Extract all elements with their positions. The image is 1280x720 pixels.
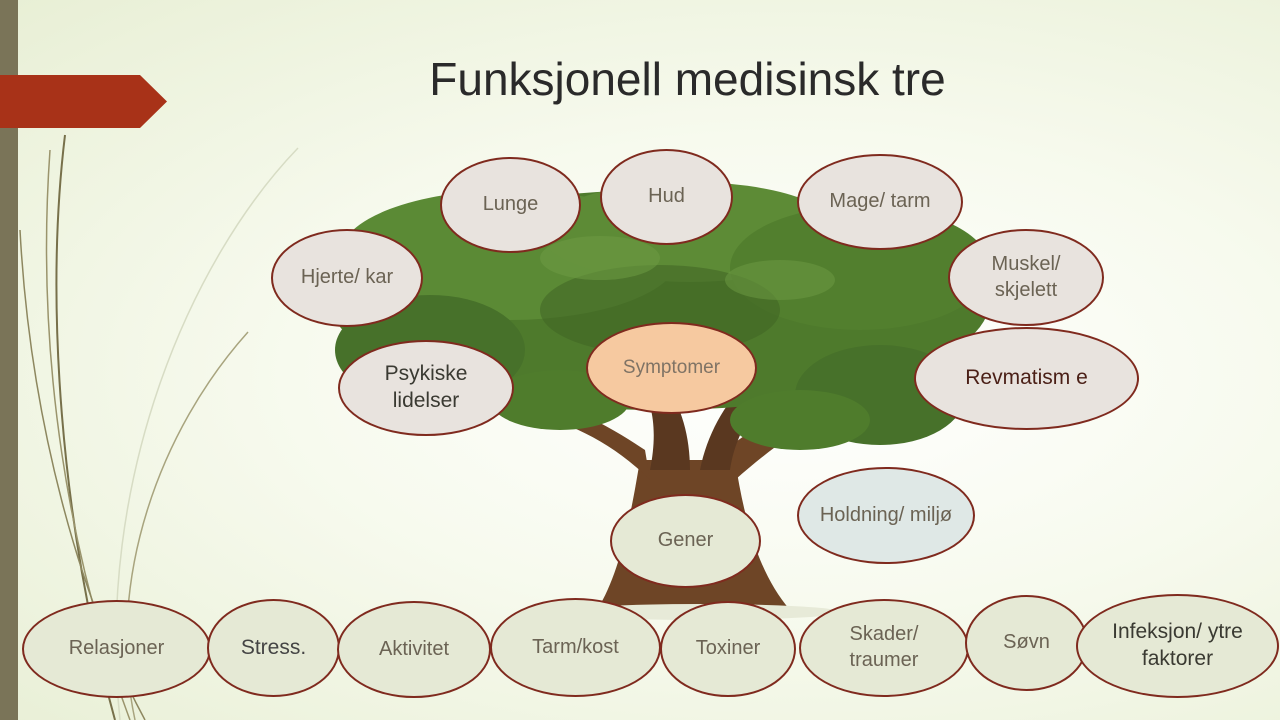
node-revmatisme: Revmatism e [914, 327, 1139, 430]
slide-title: Funksjonell medisinsk tre [429, 53, 946, 105]
node-psykiske-lidelser: Psykiske lidelser [338, 340, 514, 436]
node-symptomer: Symptomer [586, 322, 757, 414]
node-lunge: Lunge [440, 157, 581, 253]
node-hjerte-kar: Hjerte/ kar [271, 229, 423, 327]
node-gener: Gener [610, 494, 761, 588]
root-node-stress: Stress. [207, 599, 340, 697]
node-hud: Hud [600, 149, 733, 245]
root-node-toxiner: Toxiner [660, 601, 796, 697]
arrow-tab-icon [0, 75, 167, 128]
root-node-tarm-kost: Tarm/kost [490, 598, 661, 697]
node-mage-tarm: Mage/ tarm [797, 154, 963, 250]
root-node-aktivitet: Aktivitet [337, 601, 491, 698]
root-node-infeksjon: Infeksjon/ ytre faktorer [1076, 594, 1279, 698]
node-muskel-skjelett: Muskel/ skjelett [948, 229, 1104, 326]
node-holdning-miljo: Holdning/ miljø [797, 467, 975, 564]
root-node-skader-traumer: Skader/ traumer [799, 599, 969, 697]
root-node-relasjoner: Relasjoner [22, 600, 211, 698]
left-accent-bar [0, 0, 18, 720]
root-node-sovn: Søvn [965, 595, 1088, 691]
